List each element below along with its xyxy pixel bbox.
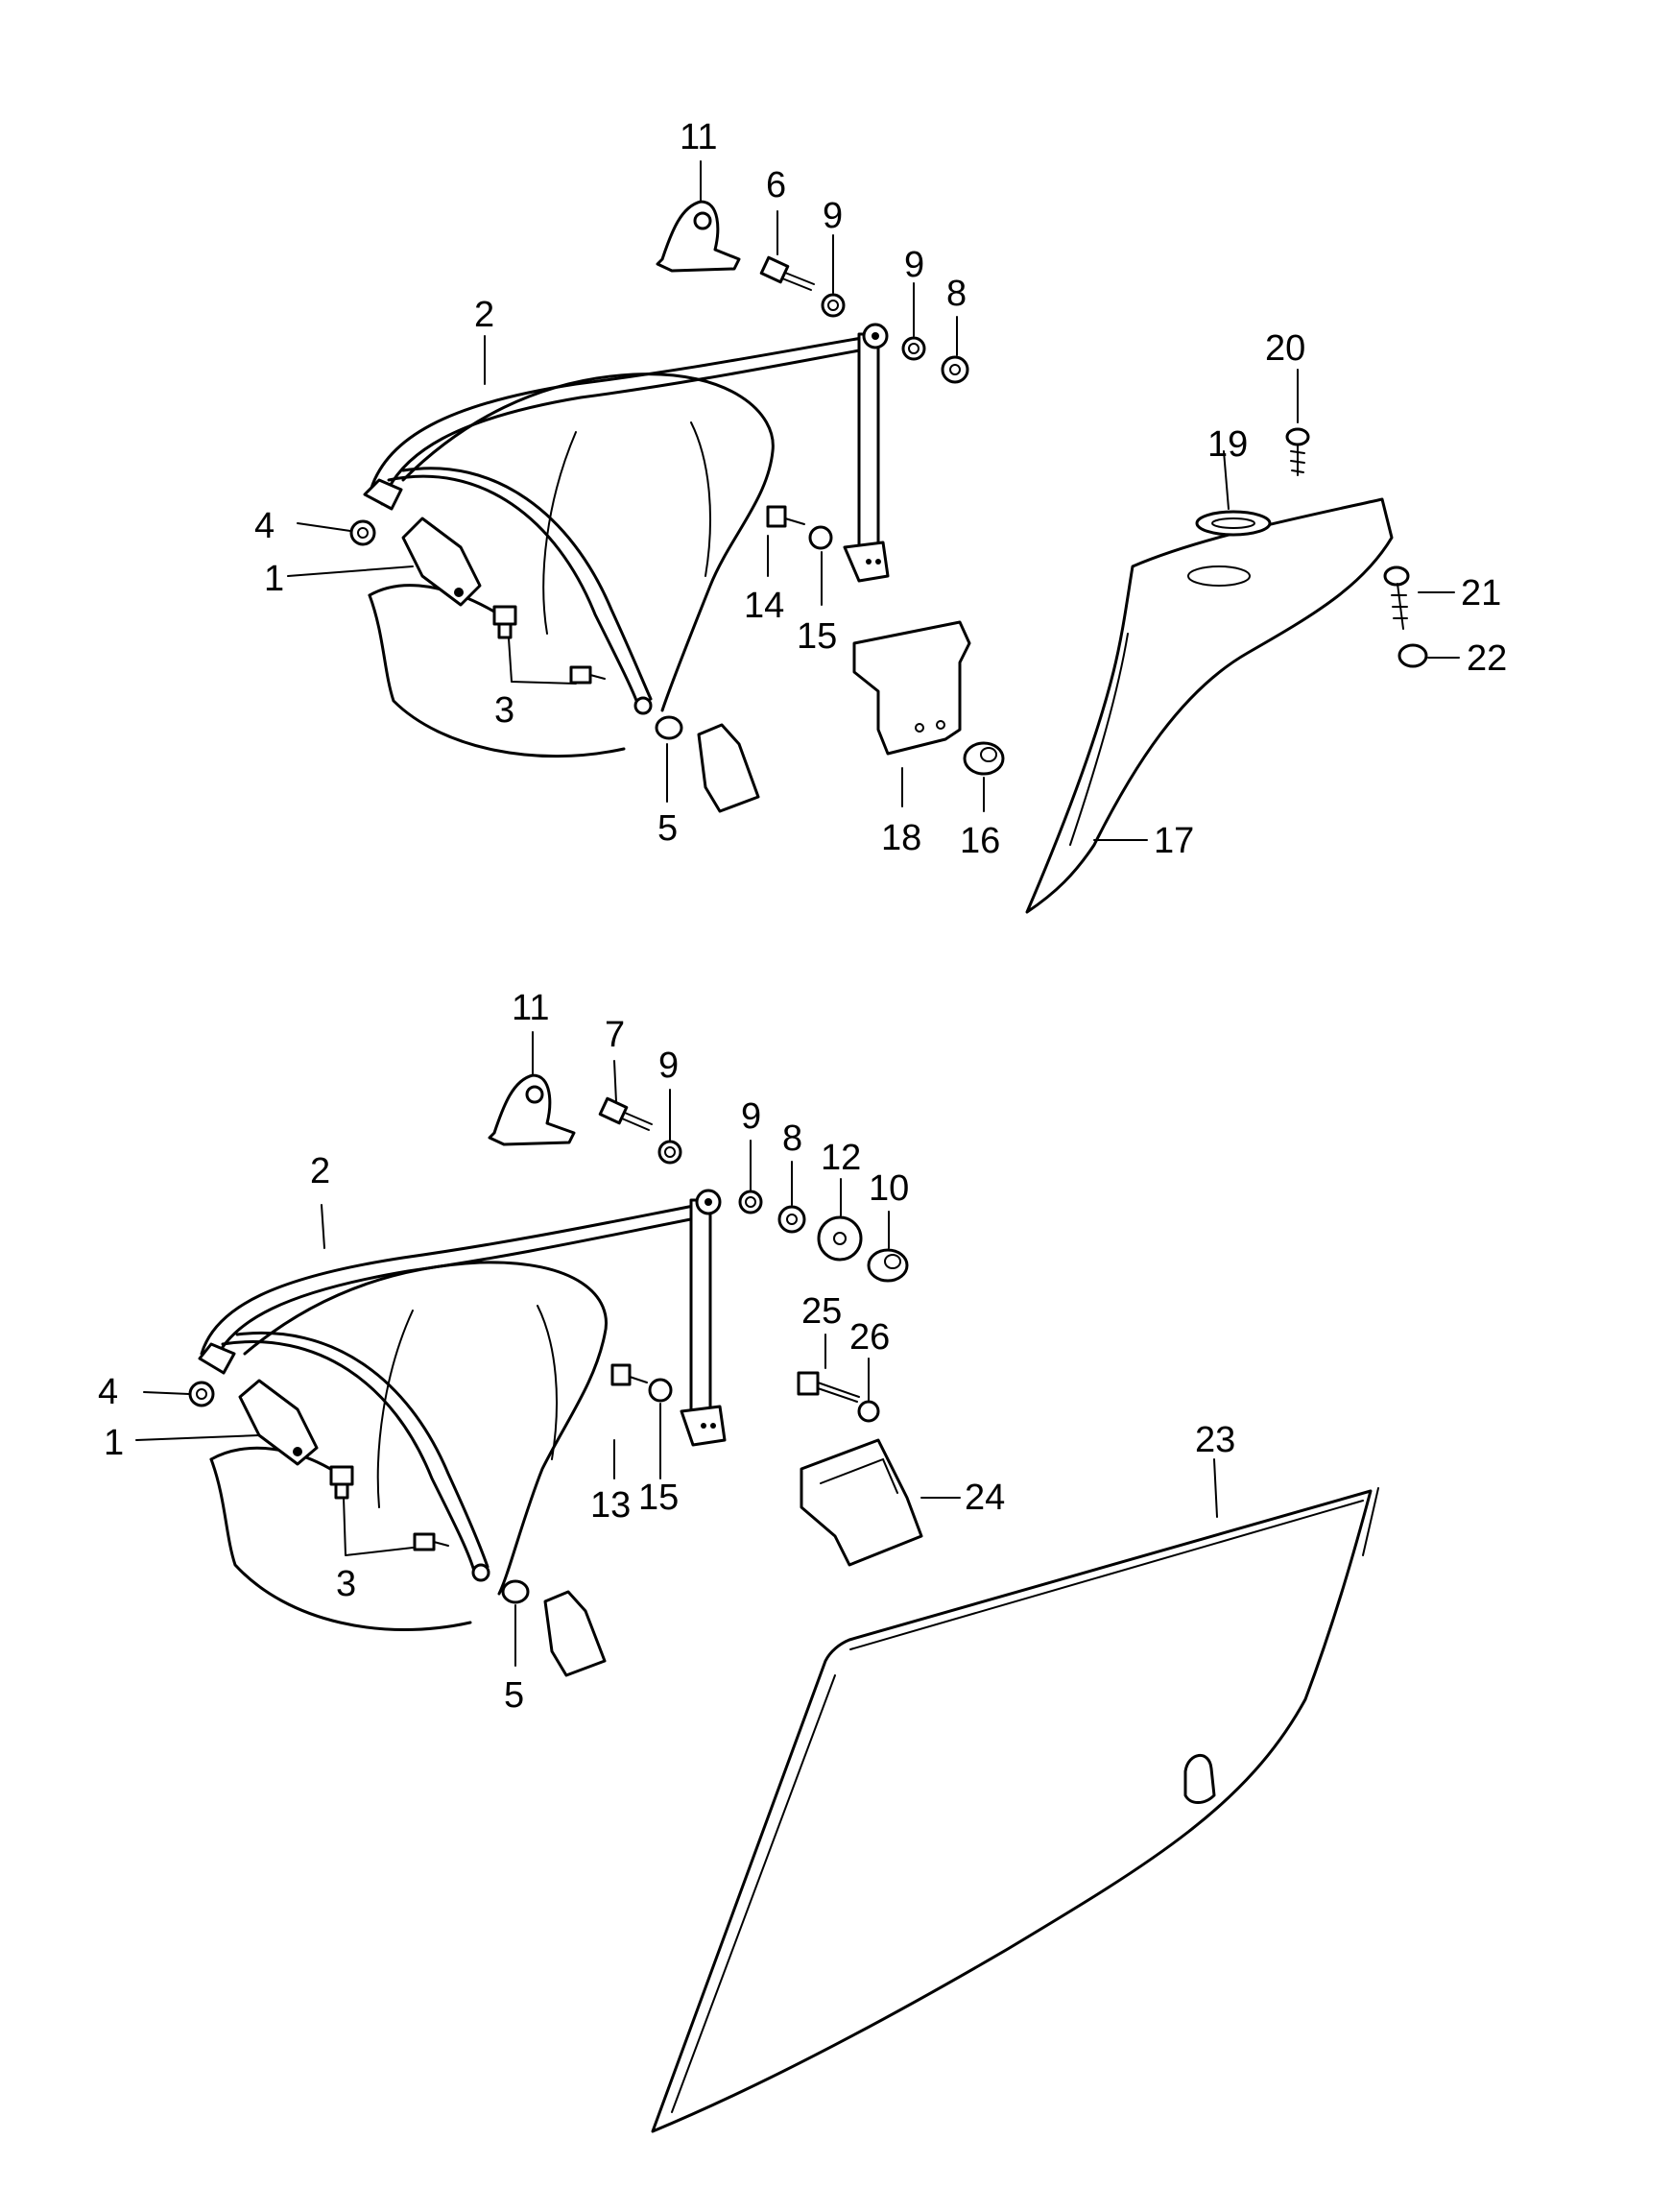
sleeve-16-top xyxy=(963,741,1005,776)
label-2-bottom: 2 xyxy=(310,1151,330,1191)
label-15-bottom: 15 xyxy=(638,1478,679,1518)
label-21-top: 21 xyxy=(1461,573,1501,613)
washer-9a-bottom xyxy=(657,1140,682,1165)
bracket-5-bottom xyxy=(543,1590,607,1677)
washer-8-top xyxy=(941,355,969,384)
bolt-25-bottom xyxy=(797,1371,860,1403)
leader-lines-top xyxy=(287,160,1460,841)
washer-9a-top xyxy=(821,293,846,318)
bolts-3-top xyxy=(492,605,606,685)
label-26-bottom: 26 xyxy=(849,1317,890,1358)
washer-8-bottom xyxy=(777,1205,806,1234)
label-2-top: 2 xyxy=(474,295,494,335)
bolt-6-top xyxy=(759,255,815,291)
label-9a-top: 9 xyxy=(823,196,843,236)
belt-strap-top xyxy=(363,334,877,715)
labels-bottom: 11 7 9 9 8 12 10 2 4 1 3 13 15 25 26 24 … xyxy=(98,988,1235,1716)
label-3-top: 3 xyxy=(494,690,514,731)
label-7-bottom: 7 xyxy=(605,1015,625,1055)
bolts-3-bottom xyxy=(329,1465,449,1551)
bracket-24-bottom xyxy=(800,1438,923,1567)
washer-15-bottom xyxy=(648,1378,673,1403)
label-10-bottom: 10 xyxy=(869,1168,909,1209)
label-8-bottom: 8 xyxy=(782,1118,802,1159)
washer-5-top xyxy=(655,715,683,740)
washer-4-top xyxy=(349,519,376,546)
label-18-top: 18 xyxy=(881,818,921,858)
label-9a-bottom: 9 xyxy=(658,1046,679,1086)
label-14-top: 14 xyxy=(744,586,784,626)
sleeve-10-bottom xyxy=(867,1248,909,1283)
label-15-top: 15 xyxy=(797,616,837,657)
label-25-bottom: 25 xyxy=(801,1291,842,1332)
label-11-top: 11 xyxy=(680,117,717,157)
bolt-14-top xyxy=(766,505,805,528)
label-5-top: 5 xyxy=(657,808,678,849)
label-22-top: 22 xyxy=(1467,638,1507,679)
label-24-bottom: 24 xyxy=(965,1478,1005,1518)
label-12-bottom: 12 xyxy=(821,1138,861,1178)
guide-11-bottom xyxy=(488,1073,576,1146)
retractor-strap-top xyxy=(843,323,890,583)
bottom-assembly: 11 7 9 9 8 12 10 2 4 1 3 13 15 25 26 24 … xyxy=(98,988,1379,2133)
label-1-top: 1 xyxy=(264,559,284,599)
washer-9b-top xyxy=(901,336,926,361)
labels-top: 11 6 9 9 8 2 4 1 3 14 15 5 18 16 17 19 2… xyxy=(254,117,1507,861)
label-9b-top: 9 xyxy=(904,245,924,285)
label-16-top: 16 xyxy=(960,821,1000,861)
washer-9b-bottom xyxy=(738,1190,763,1214)
label-6-top: 6 xyxy=(766,165,786,205)
plate-18-top xyxy=(852,620,971,756)
retractor-strap-bottom xyxy=(680,1189,727,1447)
buckle-mount-1-bottom xyxy=(238,1379,319,1466)
washer-26-bottom xyxy=(857,1400,880,1423)
label-23-bottom: 23 xyxy=(1195,1420,1235,1460)
buckle-mount-1-top xyxy=(401,517,482,607)
bracket-5-top xyxy=(697,723,760,813)
bolt-13-bottom xyxy=(610,1363,648,1386)
label-4-bottom: 4 xyxy=(98,1372,118,1412)
guide-11-top xyxy=(656,200,741,273)
label-5-bottom: 5 xyxy=(504,1675,524,1716)
label-3-bottom: 3 xyxy=(336,1564,356,1604)
label-8-top: 8 xyxy=(946,274,967,314)
screw-21-top xyxy=(1383,565,1410,630)
screw-20-top xyxy=(1285,427,1310,476)
washer-15-top xyxy=(808,525,833,550)
label-20-top: 20 xyxy=(1265,328,1305,369)
washer-5-bottom xyxy=(501,1579,530,1604)
label-17-top: 17 xyxy=(1154,821,1194,861)
seat-back-top xyxy=(368,373,775,758)
leader-lines-bottom xyxy=(135,1031,1218,1667)
bolt-7-bottom xyxy=(598,1096,653,1131)
label-13-bottom: 13 xyxy=(590,1485,631,1526)
label-19-top: 19 xyxy=(1207,424,1248,465)
panel-23-bottom xyxy=(651,1487,1379,2133)
washer-4-bottom xyxy=(188,1381,215,1407)
washer-12-bottom xyxy=(817,1215,863,1262)
top-assembly: 11 6 9 9 8 2 4 1 3 14 15 5 18 16 17 19 2… xyxy=(254,117,1507,914)
panel-17-top xyxy=(1025,497,1394,914)
grommet-22-top xyxy=(1397,643,1428,668)
label-11-bottom: 11 xyxy=(512,988,549,1028)
seat-back-bottom xyxy=(209,1261,608,1631)
belt-strap-bottom xyxy=(198,1203,703,1582)
label-1-bottom: 1 xyxy=(104,1423,124,1463)
escutcheon-19-top xyxy=(1195,510,1272,537)
label-9b-bottom: 9 xyxy=(741,1096,761,1137)
label-4-top: 4 xyxy=(254,506,275,546)
